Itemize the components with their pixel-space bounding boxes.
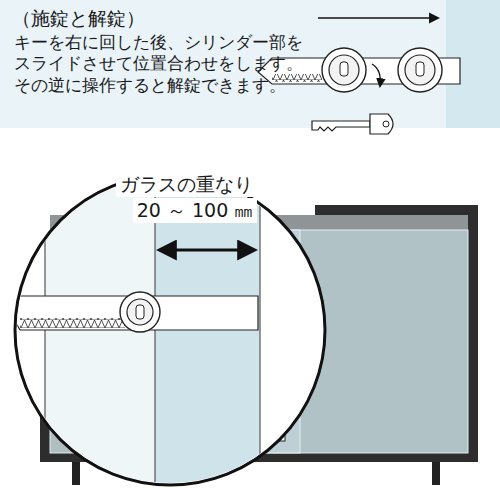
instruction-text: キーを右に回した後、シリンダー部をスライドさせて位置合わせをします。その逆に操作… [14, 32, 306, 96]
magnified-view [10, 170, 325, 500]
dimension-label: 20 ～ 100 ㎜ [133, 198, 258, 223]
dimension-label: ガラスの重なり [116, 172, 257, 197]
key-icon [312, 114, 393, 134]
slide-arrow [318, 17, 438, 19]
instruction-band [0, 0, 500, 128]
heading: （施錠と解錠） [12, 6, 252, 31]
